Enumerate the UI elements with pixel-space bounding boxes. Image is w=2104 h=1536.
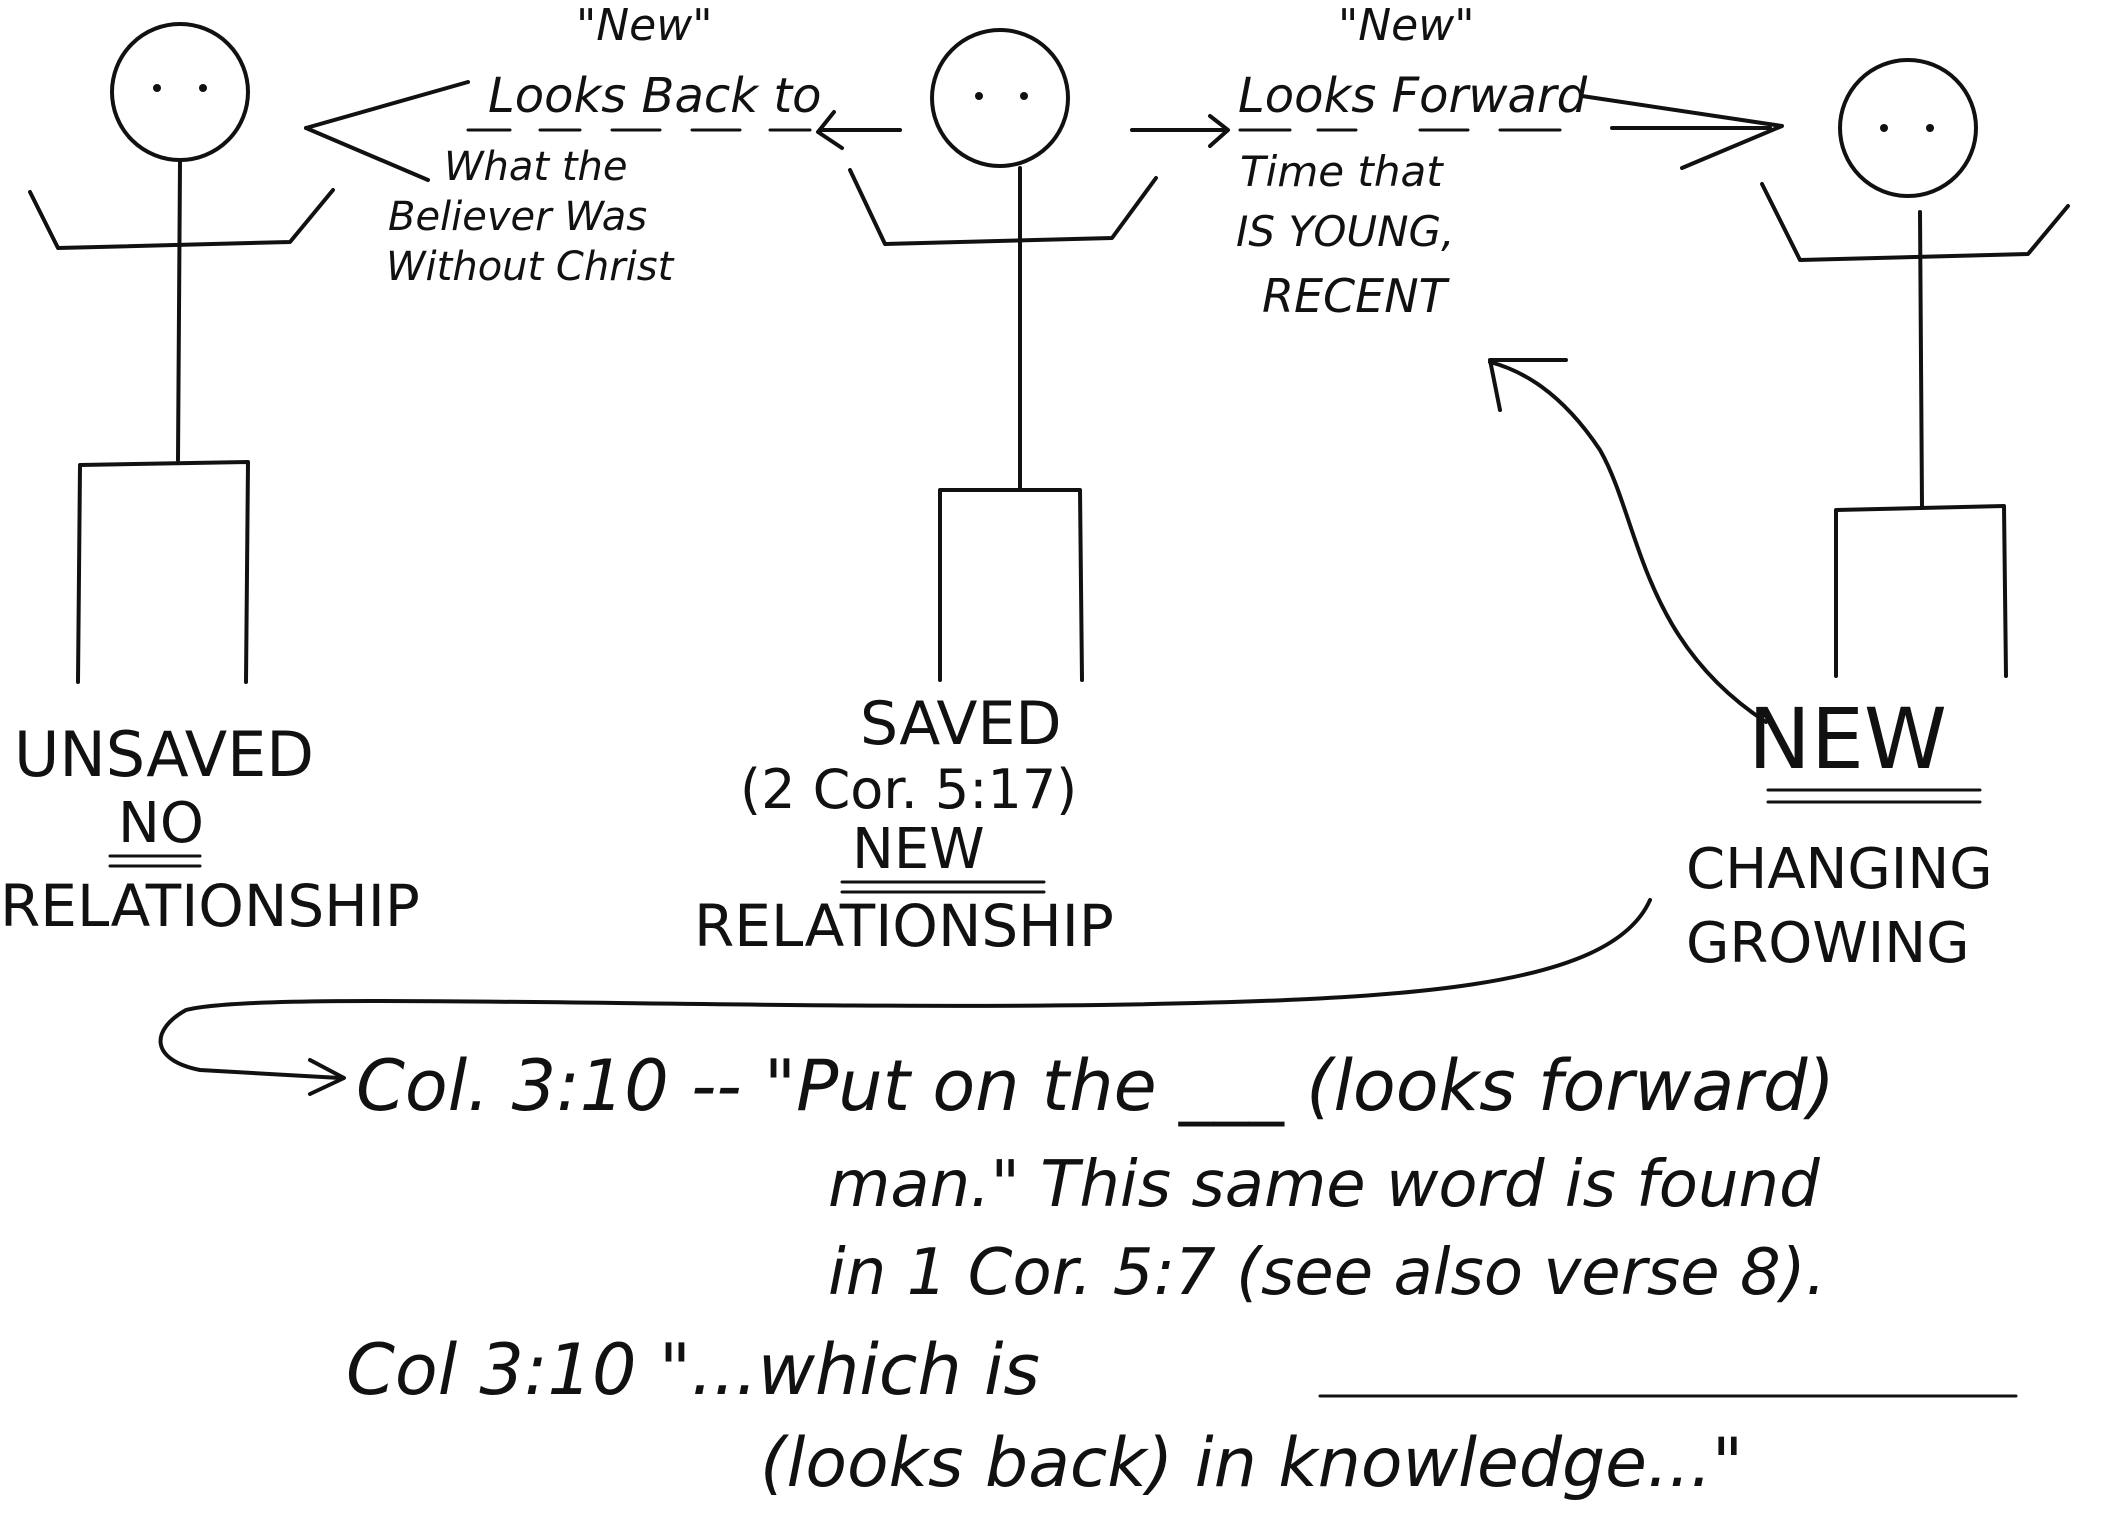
- eye: [199, 84, 207, 92]
- figure-legs: [76, 460, 250, 684]
- arrow-looks-back: [304, 80, 902, 182]
- figure-arms: [848, 168, 1158, 246]
- right-quote-label: "New": [1338, 0, 1474, 51]
- left-quote-label: "New": [576, 0, 712, 51]
- left-desc-line-1: What the: [444, 144, 627, 190]
- caption-no: NO: [118, 791, 204, 856]
- caption-new: NEW: [852, 817, 985, 882]
- caption-new-large: NEW: [1748, 690, 1947, 788]
- verse-line-1: Col. 3:10 -- "Put on the ___ (looks forw…: [356, 1045, 1835, 1127]
- caption-relationship: RELATIONSHIP: [0, 872, 420, 940]
- caption-unsaved: UNSAVED: [14, 718, 314, 791]
- figure-arms: [1760, 182, 2070, 262]
- arrow-looks-forward: [1130, 94, 1784, 170]
- arrow-shaft: [304, 80, 470, 130]
- eye: [1880, 124, 1888, 132]
- verse-line-4: Col 3:10 "...which is: [346, 1329, 1040, 1411]
- curve-arrow: [1488, 360, 1768, 724]
- verse-line-5: (looks back) in knowledge...": [760, 1424, 1743, 1503]
- figure-head: [110, 22, 250, 162]
- figure-legs: [1834, 504, 2008, 678]
- left-desc-line-2: Believer Was: [388, 194, 647, 240]
- caption-reference: (2 Cor. 5:17): [740, 758, 1077, 821]
- figure-legs: [938, 488, 1084, 682]
- figure-body: [176, 160, 182, 462]
- left-desc-line-3: Without Christ: [386, 244, 675, 290]
- right-arrow-label: Looks Forward: [1238, 68, 1588, 124]
- eye: [1020, 92, 1028, 100]
- eye: [975, 92, 983, 100]
- verse-line-2: man." This same word is found: [828, 1148, 1820, 1222]
- arrow-changing-to-verse: [158, 898, 1652, 1096]
- curve-arrow: [158, 898, 1652, 1080]
- figure-new: [1760, 58, 2070, 678]
- figure-unsaved: [28, 22, 335, 684]
- arrow-head-large: [1580, 94, 1784, 170]
- figure-arms: [28, 188, 335, 250]
- caption-growing: GROWING: [1686, 911, 1970, 976]
- figure-body: [1918, 210, 1924, 510]
- arrow-head: [816, 110, 844, 150]
- arrow-new-to-recent: [1488, 358, 1768, 724]
- eye: [1926, 124, 1934, 132]
- right-desc-line-3: RECENT: [1262, 269, 1451, 323]
- curve-arrow-head: [308, 1058, 346, 1096]
- figure-head: [1838, 58, 1978, 198]
- curve-arrow-head: [1488, 358, 1568, 412]
- caption-relationship: RELATIONSHIP: [694, 892, 1114, 960]
- caption-changing: CHANGING: [1686, 837, 1993, 902]
- figure-head: [930, 28, 1070, 168]
- right-desc-line-1: Time that: [1240, 147, 1444, 196]
- arrow-barb: [304, 126, 430, 182]
- caption-saved: SAVED: [860, 689, 1062, 759]
- figure-saved: [848, 28, 1158, 682]
- arrow-head: [1208, 114, 1230, 148]
- right-desc-line-2: IS YOUNG,: [1236, 207, 1454, 256]
- verse-line-3: in 1 Cor. 5:7 (see also verse 8).: [828, 1236, 1826, 1310]
- eye: [153, 84, 161, 92]
- left-arrow-label: Looks Back to: [488, 68, 822, 124]
